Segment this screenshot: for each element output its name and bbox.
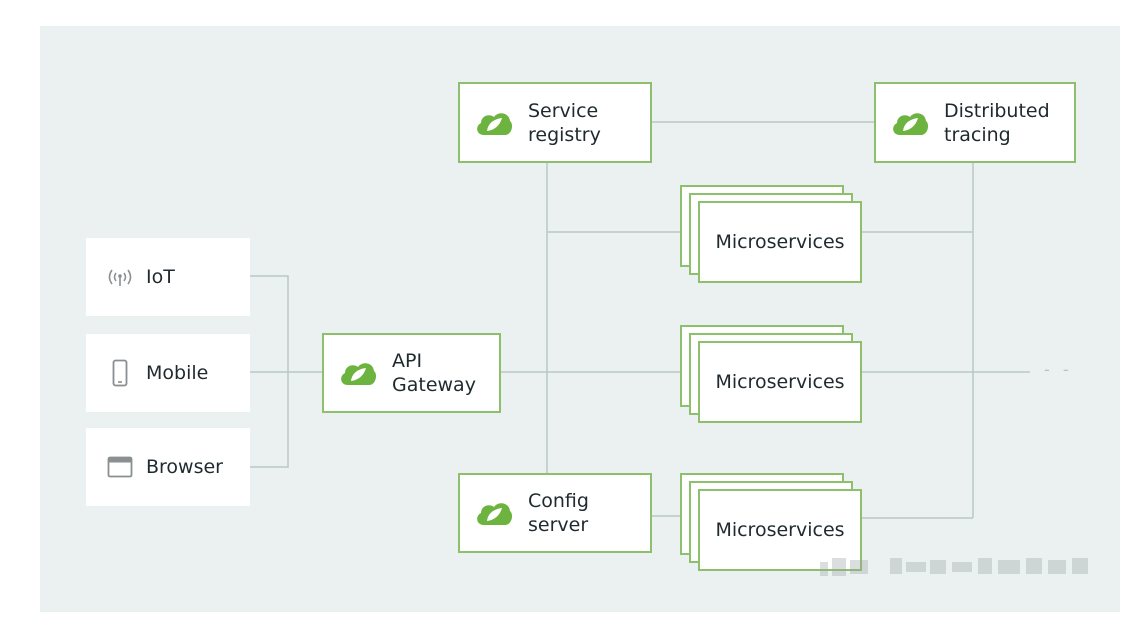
microservices-label-2: Microservices xyxy=(715,371,845,393)
microservices-node-1: Microservices xyxy=(698,201,862,283)
watermark xyxy=(820,558,1088,576)
client-label-browser: Browser xyxy=(146,456,223,478)
microservices-node-3: Microservices xyxy=(698,489,862,571)
client-label-iot: IoT xyxy=(146,266,175,288)
distributed-tracing-line1: Distributed xyxy=(944,99,1050,122)
service-registry-line2: registry xyxy=(528,123,601,146)
api-gateway-line1: API xyxy=(392,350,423,372)
continuation-dashes: - - xyxy=(1044,360,1073,379)
distributed-tracing-node: Distributed tracing xyxy=(874,82,1076,163)
api-gateway-node: API Gateway xyxy=(322,333,501,413)
client-iot: IoT xyxy=(86,238,250,316)
service-registry-line1: Service xyxy=(528,99,599,122)
spring-leaf-icon xyxy=(474,499,514,527)
config-server-line2: server xyxy=(528,514,589,536)
microservices-node-2: Microservices xyxy=(698,341,862,423)
microservices-label-3: Microservices xyxy=(715,519,845,541)
spring-leaf-icon xyxy=(890,109,930,137)
iot-signal-icon xyxy=(106,267,134,287)
client-label-mobile: Mobile xyxy=(146,362,209,384)
client-mobile: Mobile xyxy=(86,334,250,412)
api-gateway-line2: Gateway xyxy=(392,374,476,396)
service-registry-node: Service registry xyxy=(458,82,652,163)
browser-window-icon xyxy=(106,456,134,478)
distributed-tracing-line2: tracing xyxy=(944,123,1011,146)
config-server-line1: Config xyxy=(528,490,589,512)
spring-leaf-icon xyxy=(474,109,514,137)
spring-leaf-icon xyxy=(338,359,378,387)
microservices-label-1: Microservices xyxy=(715,231,845,253)
config-server-node: Config server xyxy=(458,473,652,553)
client-browser: Browser xyxy=(86,428,250,506)
mobile-phone-icon xyxy=(106,359,134,387)
